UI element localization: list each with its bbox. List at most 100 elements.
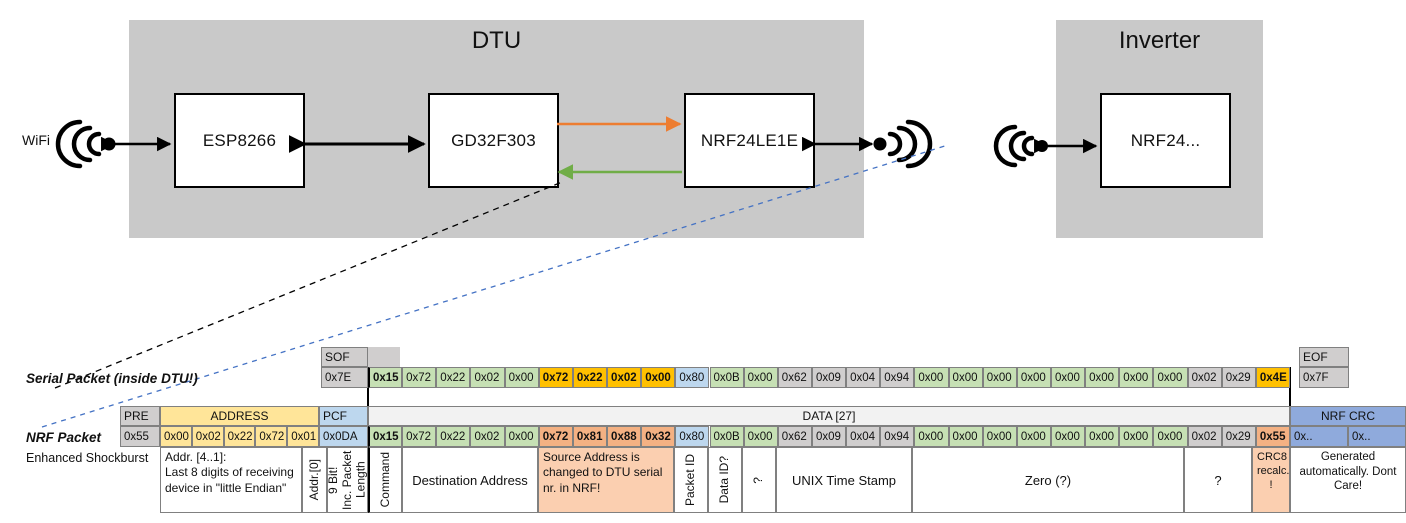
nrf-annotation-qmark1-text: ? <box>751 476 766 484</box>
nrf-annotation-address: Addr. [4..1]: Last 8 digits of receiving… <box>160 447 302 513</box>
nrf-byte-16: 0x00 <box>914 426 949 447</box>
nrf-byte-3: 0x02 <box>470 426 505 447</box>
nrf-byte-6: 0x81 <box>572 426 608 447</box>
serial-sof-header: SOF <box>321 347 368 367</box>
serial-byte-21: 0x00 <box>1085 367 1120 388</box>
nrf-annotation-data-id: Data ID? <box>708 447 742 513</box>
inverter-antenna-dot <box>1036 140 1048 152</box>
nrf-byte-0: 0x15 <box>368 426 403 447</box>
nrf-annotation-destination-text: Destination Address <box>412 472 528 488</box>
serial-byte-19: 0x00 <box>1016 367 1051 388</box>
serial-byte-10: 0x0B <box>709 367 744 388</box>
nrf-annotation-command-text: Command <box>377 452 392 508</box>
nrf-annotation-destination: Destination Address <box>402 447 538 513</box>
nrf-byte-4: 0x00 <box>504 426 539 447</box>
nrf-packet-sub-label: Enhanced Shockburst <box>26 451 149 465</box>
nrf-address-byte-4: 0x01 <box>287 426 319 447</box>
nrf-byte-20: 0x00 <box>1051 426 1086 447</box>
nrf-address-byte-1: 0x02 <box>191 426 224 447</box>
nrf-annotation-command: Command <box>368 447 402 513</box>
nrf-byte-13: 0x09 <box>811 426 847 447</box>
nrf-header-address: ADDRESS <box>160 406 319 426</box>
serial-byte-8: 0x00 <box>641 367 676 388</box>
serial-packet-row-label: Serial Packet (inside DTU!) <box>26 371 198 386</box>
serial-byte-22: 0x00 <box>1119 367 1154 388</box>
nrf-annotation-qmark2-text: ? <box>1214 472 1222 488</box>
serial-byte-13: 0x09 <box>811 367 847 388</box>
serial-byte-5: 0x72 <box>538 367 573 388</box>
nrf-header-pcf: PCF <box>319 406 368 426</box>
serial-byte-24: 0x02 <box>1187 367 1222 388</box>
inverter-antenna-icon <box>993 124 1035 168</box>
serial-byte-4: 0x00 <box>504 367 539 388</box>
chip-nrf24le1e-label: NRF24LE1E <box>700 130 799 150</box>
serial-byte-2: 0x22 <box>436 367 471 388</box>
serial-byte-17: 0x00 <box>948 367 983 388</box>
serial-sof-value: 0x7E <box>321 367 368 388</box>
nrf-header-data: DATA [27] <box>368 406 1290 426</box>
nrf-byte-25: 0x29 <box>1221 426 1256 447</box>
nrf-byte-7: 0x88 <box>607 426 642 447</box>
nrf-byte-26: 0x55 <box>1255 426 1291 447</box>
nrf-annotation-qmark2: ? <box>1184 447 1252 513</box>
nrf-annotation-crc-note: Generated automatically. Dont Care! <box>1290 447 1406 513</box>
nrf-annotation-crc8: CRC8 recalc. ! <box>1252 447 1290 513</box>
nrf-address-byte-2: 0x22 <box>223 426 256 447</box>
nrf-byte-2: 0x22 <box>436 426 471 447</box>
nrf-byte-12: 0x62 <box>777 426 812 447</box>
nrf-byte-19: 0x00 <box>1016 426 1051 447</box>
nrf-byte-5: 0x72 <box>538 426 573 447</box>
nrf-byte-17: 0x00 <box>948 426 983 447</box>
nrf-annotation-timestamp: UNIX Time Stamp <box>776 447 912 513</box>
nrf-annotation-qmark1: ? <box>742 447 776 513</box>
serial-byte-1: 0x72 <box>402 367 437 388</box>
callout-serial-packet <box>54 181 563 389</box>
serial-byte-0: 0x15 <box>368 367 403 388</box>
serial-byte-18: 0x00 <box>982 367 1017 388</box>
serial-byte-7: 0x02 <box>607 367 642 388</box>
serial-eof-header: EOF <box>1299 347 1349 367</box>
serial-sof-header-spacer <box>368 347 400 367</box>
serial-byte-14: 0x04 <box>846 367 881 388</box>
nrf-annotation-addr0: Addr.[0] <box>302 447 327 513</box>
nrf-annotation-addr0-text: Addr.[0] <box>306 459 321 501</box>
inverter-title: Inverter <box>1118 27 1201 54</box>
chip-esp8266: ESP8266 <box>174 93 305 188</box>
nrf-byte-21: 0x00 <box>1085 426 1120 447</box>
nrf-byte-14: 0x04 <box>846 426 881 447</box>
nrf-annotation-source: Source Address is changed to DTU serial … <box>538 447 674 513</box>
nrf-address-byte-3: 0x72 <box>255 426 288 447</box>
dtu-title: DTU <box>471 27 522 54</box>
nrf-annotation-pcf-text: 9 Bit! Inc. Packet Length <box>327 450 368 510</box>
wifi-antenna-dot <box>102 137 116 151</box>
serial-byte-23: 0x00 <box>1153 367 1188 388</box>
wifi-label: WiFi <box>22 132 50 148</box>
chip-gd32f303-label: GD32F303 <box>451 130 536 150</box>
serial-byte-16: 0x00 <box>914 367 949 388</box>
nrf-annotation-zero: Zero (?) <box>912 447 1184 513</box>
serial-byte-6: 0x22 <box>572 367 608 388</box>
nrf-annotation-data-id-text: Data ID? <box>717 456 732 504</box>
serial-byte-25: 0x29 <box>1221 367 1256 388</box>
nrf-byte-10: 0x0B <box>709 426 744 447</box>
nrf-pre-value: 0x55 <box>120 426 160 447</box>
dtu-antenna-dot <box>873 137 887 151</box>
serial-byte-26: 0x4E <box>1255 367 1291 388</box>
nrf-annotation-packet-id-text: Packet ID <box>683 453 698 507</box>
serial-byte-15: 0x94 <box>880 367 915 388</box>
serial-eof-value: 0x7F <box>1299 367 1349 388</box>
nrf-pcf-value: 0x0DA <box>319 426 368 447</box>
nrf-byte-24: 0x02 <box>1187 426 1222 447</box>
dtu-antenna-icon <box>887 119 933 169</box>
serial-byte-20: 0x00 <box>1051 367 1086 388</box>
serial-byte-12: 0x62 <box>777 367 812 388</box>
nrf-byte-22: 0x00 <box>1119 426 1154 447</box>
nrf-byte-9: 0x80 <box>675 426 710 447</box>
nrf-byte-18: 0x00 <box>982 426 1017 447</box>
nrf-annotation-crc8-text: CRC8 recalc. ! <box>1257 451 1290 492</box>
serial-byte-9: 0x80 <box>675 367 710 388</box>
nrf-annotation-zero-text: Zero (?) <box>1024 472 1072 488</box>
nrf-annotation-packet-id: Packet ID <box>674 447 708 513</box>
nrf-byte-11: 0x00 <box>743 426 778 447</box>
